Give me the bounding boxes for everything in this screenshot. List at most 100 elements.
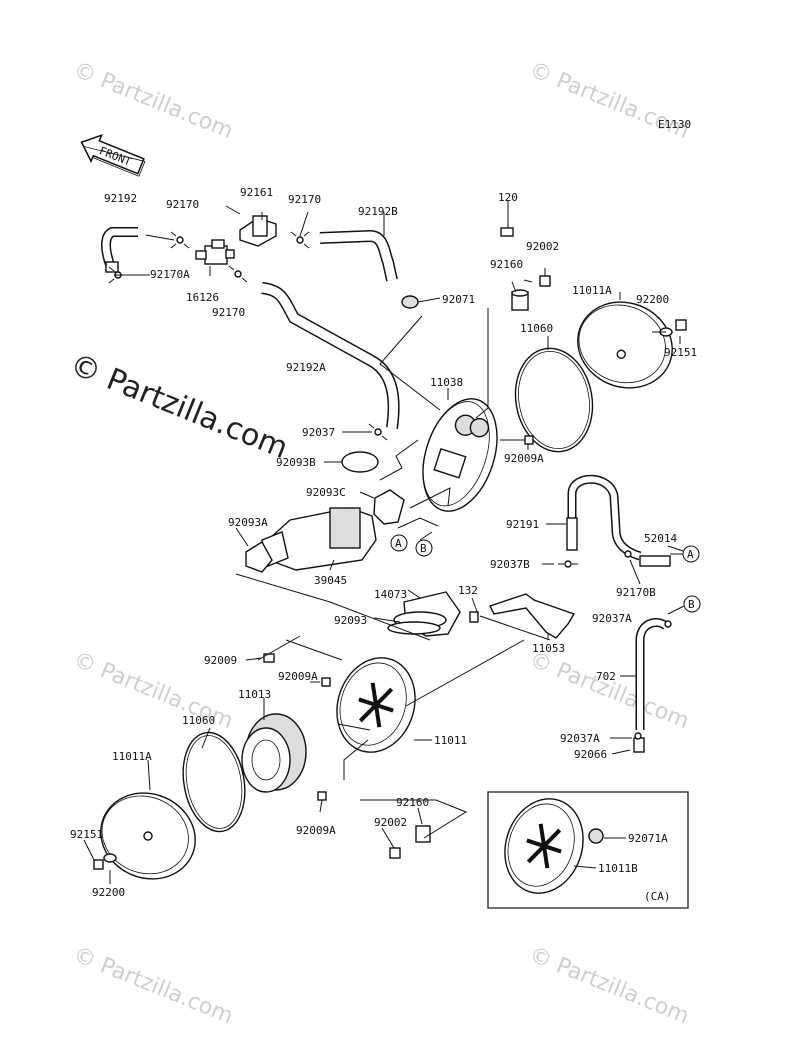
part-label: 92009 (204, 654, 237, 667)
watermark-1: © Partzilla.com (70, 57, 237, 144)
part-label: 92037A (560, 732, 600, 745)
gasket-92093 (387, 621, 441, 635)
fitting-92071A (588, 828, 604, 844)
callout-a-left-letter: A (395, 537, 402, 550)
hose-92191 (566, 474, 642, 561)
part-label: 702 (596, 670, 616, 683)
part-label: 11011A (112, 750, 152, 763)
callout-b-left: B (415, 539, 433, 557)
watermarks: © Partzilla.com © Partzilla.com © Partzi… (65, 57, 693, 1029)
part-label: 92066 (574, 748, 607, 761)
part-label: 11011A (572, 284, 612, 297)
callout-b-left-letter: B (420, 542, 427, 555)
part-label: 92093B (276, 456, 316, 469)
duct-39045 (261, 507, 377, 571)
part-label: 92192A (286, 361, 326, 374)
part-label: 92170A (150, 268, 190, 281)
part-label: 11060 (520, 322, 553, 335)
part-label: 92009A (296, 824, 336, 837)
part-label: 92071A (628, 832, 668, 845)
gasket-11060-upper (514, 347, 594, 453)
washer-92200-lower (93, 853, 117, 870)
gasket-92093A (245, 541, 273, 573)
part-label: 120 (498, 191, 518, 204)
part-label: 92170 (166, 198, 199, 211)
washer-92200-upper (659, 319, 687, 337)
bracket-11053 (489, 593, 576, 639)
watermark-main: © Partzilla.com (65, 347, 293, 466)
part-label: 92170B (616, 586, 656, 599)
clamps-right (558, 550, 672, 740)
part-label: 132 (458, 584, 478, 597)
bracket-92161 (239, 215, 277, 247)
part-label: 92037B (490, 558, 530, 571)
bolt-132 (469, 611, 479, 623)
cover-11011A-lower (100, 792, 196, 880)
part-label: 92037A (592, 612, 632, 625)
valve-16126 (195, 239, 235, 265)
part-label: 92093A (228, 516, 268, 529)
front-arrow-icon: FRONT (80, 134, 146, 177)
filter-11013 (241, 713, 307, 793)
bolt-120 (500, 212, 514, 237)
part-label: 11053 (532, 642, 565, 655)
part-label: 92009A (278, 670, 318, 683)
part-label: 92002 (374, 816, 407, 829)
bolt-92002 (539, 268, 551, 287)
part-label: 52014 (644, 532, 677, 545)
watermark-4: © Partzilla.com (526, 647, 693, 734)
callout-b-right-letter: B (688, 598, 695, 611)
part-label: 11011 (434, 734, 467, 747)
part-label: 92200 (636, 293, 669, 306)
part-label: 92037 (302, 426, 335, 439)
part-label: 11013 (238, 688, 271, 701)
part-label: 92160 (396, 796, 429, 809)
part-label: 92170 (288, 193, 321, 206)
backplate-11038 (422, 398, 498, 512)
part-label: 92200 (92, 886, 125, 899)
callout-a-left: A (390, 534, 408, 552)
part-label: 92009A (504, 452, 544, 465)
part-label: 16126 (186, 291, 219, 304)
cover-11011A-upper (577, 301, 673, 389)
inset-label: (CA) (644, 890, 671, 903)
hose-92192B (319, 229, 398, 282)
part-label: 11011B (598, 862, 638, 875)
part-label: 92161 (240, 186, 273, 199)
part-label: 92093C (306, 486, 346, 499)
parts-lower-mid (389, 825, 431, 859)
part-label: 92192B (358, 205, 398, 218)
collar-92160 (511, 289, 529, 311)
gasket-92093B (341, 451, 379, 473)
part-label: 92071 (442, 293, 475, 306)
part-label: 92093 (334, 614, 367, 627)
gasket-92093C (373, 489, 405, 525)
part-label: 11038 (430, 376, 463, 389)
hose-92192A (261, 282, 400, 429)
part-label: 39045 (314, 574, 347, 587)
part-label: 92170 (212, 306, 245, 319)
diagram-code: E1130 (658, 118, 691, 131)
housing-11011 (336, 657, 416, 753)
part-label: 14073 (374, 588, 407, 601)
callout-a-right: A (682, 545, 700, 563)
fitting-52014 (639, 555, 671, 567)
callout-b-right: B (683, 595, 701, 613)
leader-lines (83, 200, 689, 884)
part-label: 92160 (490, 258, 523, 271)
part-label: 92151 (70, 828, 103, 841)
part-labels: 92192 92170 92161 92170 92192B 120 92170… (70, 186, 697, 903)
part-label: 92191 (506, 518, 539, 531)
housing-11011B (504, 798, 584, 894)
part-label: 92151 (664, 346, 697, 359)
part-label: 92002 (526, 240, 559, 253)
part-label: 92192 (104, 192, 137, 205)
inset-box (487, 791, 689, 909)
part-label: 11060 (182, 714, 215, 727)
gasket-11060-lower (182, 731, 246, 833)
watermark-5: © Partzilla.com (70, 942, 237, 1029)
watermark-6: © Partzilla.com (526, 942, 693, 1029)
callout-a-right-letter: A (687, 548, 694, 561)
watermark-2: © Partzilla.com (526, 57, 693, 144)
